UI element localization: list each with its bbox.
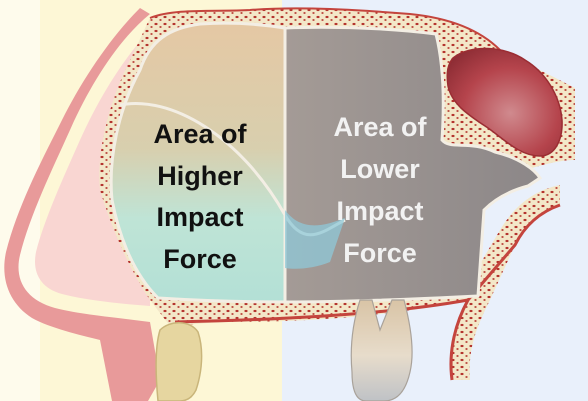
higher-label-line-2: Higher <box>157 161 243 191</box>
lower-label-line-2: Lower <box>340 154 420 184</box>
higher-label-line-4: Force <box>163 244 237 274</box>
front-tooth <box>156 323 202 401</box>
lower-label-line-1: Area of <box>333 112 427 142</box>
lower-label-line-3: Impact <box>336 196 423 226</box>
higher-label-line-1: Area of <box>153 119 247 149</box>
higher-label-line-3: Impact <box>156 202 243 232</box>
lower-label-line-4: Force <box>343 238 417 268</box>
